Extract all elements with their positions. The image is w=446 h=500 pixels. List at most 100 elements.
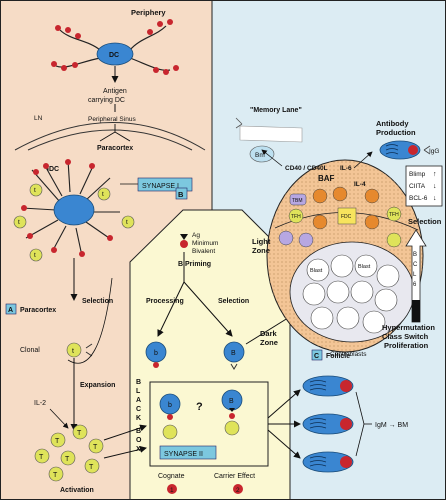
igm-bm-label: IgM → BM bbox=[375, 422, 408, 429]
antigen-label-2: carrying DC bbox=[88, 97, 125, 104]
peripheral-sinus-arcs bbox=[14, 122, 206, 151]
il6-label: IL-6 bbox=[340, 165, 352, 172]
bm-label: Bm bbox=[255, 152, 265, 159]
bcl6-arrow-base bbox=[412, 300, 420, 322]
memory-lane-label: "Memory Lane" bbox=[250, 107, 302, 114]
idc-cell bbox=[53, 194, 95, 226]
bcl6-down-arrow: ↓ bbox=[433, 195, 437, 202]
dc-cell bbox=[96, 42, 134, 66]
expansion-label: Expansion bbox=[80, 382, 115, 389]
black-box-letter-3: A bbox=[136, 397, 141, 404]
idc-t-cells bbox=[13, 183, 135, 262]
svg-text:T: T bbox=[77, 430, 82, 437]
svg-text:Blast: Blast bbox=[358, 264, 371, 270]
hyper-label-3: Proliferation bbox=[384, 341, 429, 350]
antibody-plasma-cell bbox=[379, 140, 421, 160]
processing-label: Processing bbox=[146, 298, 184, 305]
svg-text:t: t bbox=[34, 252, 36, 259]
dark-zone-label-1: Dark bbox=[260, 329, 278, 338]
box-t-cell-left bbox=[162, 424, 178, 440]
bcl6-v-4: 6 bbox=[413, 282, 417, 288]
box-b-cell-left-ag bbox=[167, 414, 173, 420]
black-box-letter-5: K bbox=[136, 415, 141, 422]
light-zone-label-2: Zone bbox=[252, 246, 270, 255]
b-cell-selection-label: B bbox=[231, 350, 236, 357]
svg-text:t: t bbox=[126, 219, 128, 226]
black-box-question: ? bbox=[196, 401, 203, 413]
selection-feedback-line bbox=[67, 277, 113, 364]
clonal-t-label: t bbox=[72, 348, 74, 355]
panel-c-letter: C bbox=[314, 353, 319, 360]
right-selection-label: Selection bbox=[408, 217, 442, 226]
activated-t-cells bbox=[34, 424, 104, 482]
dc-label: DC bbox=[109, 52, 119, 59]
activation-arrow-1 bbox=[103, 424, 147, 441]
hyper-label-1: Hypermutation bbox=[382, 323, 435, 332]
antibody-plasma-nucleus bbox=[408, 145, 418, 155]
ciita-down-arrow: ↓ bbox=[433, 183, 437, 190]
num-2-badge bbox=[233, 484, 243, 494]
igg-label: IgG bbox=[429, 148, 439, 155]
svg-text:Blast: Blast bbox=[310, 268, 323, 274]
panel-c-box bbox=[311, 349, 323, 361]
idc-t-labels: t t t t t bbox=[18, 187, 128, 259]
svg-text:t: t bbox=[18, 219, 20, 226]
blast-labels: Blast Blast bbox=[310, 264, 371, 274]
middle-selection-label: Selection bbox=[218, 298, 249, 305]
clonal-label: Clonal bbox=[20, 347, 40, 354]
ciita-label: CIITA bbox=[409, 183, 426, 190]
panel-a-letter: A bbox=[8, 307, 13, 314]
clonal-t-cell bbox=[66, 342, 82, 358]
black-box-letter-2: L bbox=[136, 388, 141, 395]
num-1-label: 1 bbox=[170, 487, 174, 494]
black-box-letter-1: B bbox=[136, 379, 141, 386]
panel-b-letter: B bbox=[178, 190, 184, 199]
antibody-plasma-er bbox=[385, 144, 399, 155]
svg-text:t: t bbox=[102, 191, 104, 198]
ag-label-1: Ag bbox=[192, 232, 200, 239]
to-plasma-arrow bbox=[353, 151, 373, 169]
periphery-label: Periphery bbox=[131, 8, 166, 17]
svg-text:TFH: TFH bbox=[291, 214, 301, 220]
carrier-label: Carrier Effect bbox=[214, 473, 255, 480]
activation-label: Activation bbox=[60, 487, 94, 494]
svg-text:TBM: TBM bbox=[292, 198, 303, 204]
sinus-label: Peripheral Sinus bbox=[88, 116, 136, 123]
svg-text:TFH: TFH bbox=[389, 212, 399, 218]
panel-c-label: Follicle bbox=[326, 353, 350, 360]
transcription-box bbox=[405, 165, 443, 207]
svg-text:T: T bbox=[65, 456, 70, 463]
box-b-cell-left-label: b bbox=[168, 402, 172, 409]
activated-t-labels: TT TT TT T bbox=[39, 430, 98, 479]
box-t-cell-right bbox=[224, 420, 240, 436]
activation-arrow-2 bbox=[103, 445, 147, 459]
b-priming-label: B Priming bbox=[178, 261, 211, 268]
antibody-label-1: Antibody bbox=[376, 119, 409, 128]
left-selection-label: Selection bbox=[82, 298, 113, 305]
ag-label-2: Minimum bbox=[192, 240, 218, 247]
svg-text:FDC: FDC bbox=[341, 214, 352, 220]
centroblasts-label: Centroblasts bbox=[330, 351, 367, 358]
black-box-letter-7: O bbox=[136, 437, 142, 444]
synapse-2-label: SYNAPSE II bbox=[164, 451, 203, 458]
il4-label: IL-4 bbox=[354, 181, 366, 188]
dark-zone-label-2: Zone bbox=[260, 338, 278, 347]
b-cell-processing-ag bbox=[153, 362, 159, 368]
plasma-arrow-3 bbox=[267, 429, 301, 459]
blast-cells bbox=[302, 254, 400, 334]
igg-icon bbox=[423, 145, 431, 155]
processing-arrow bbox=[157, 281, 185, 337]
hyper-label-2: Class Switch bbox=[382, 332, 429, 341]
idc-label: IDC bbox=[47, 166, 59, 173]
panel-b-box bbox=[175, 187, 188, 200]
cognate-label: Cognate bbox=[158, 473, 185, 480]
il2-arrow bbox=[49, 408, 69, 429]
light-zone-label-1: Light bbox=[252, 237, 271, 246]
blimp-up-arrow: ↑ bbox=[433, 171, 437, 178]
svg-text:T: T bbox=[55, 438, 60, 445]
bcl6-v-3: L bbox=[413, 272, 417, 278]
num-2-label: 2 bbox=[236, 487, 240, 494]
svg-text:T: T bbox=[89, 464, 94, 471]
